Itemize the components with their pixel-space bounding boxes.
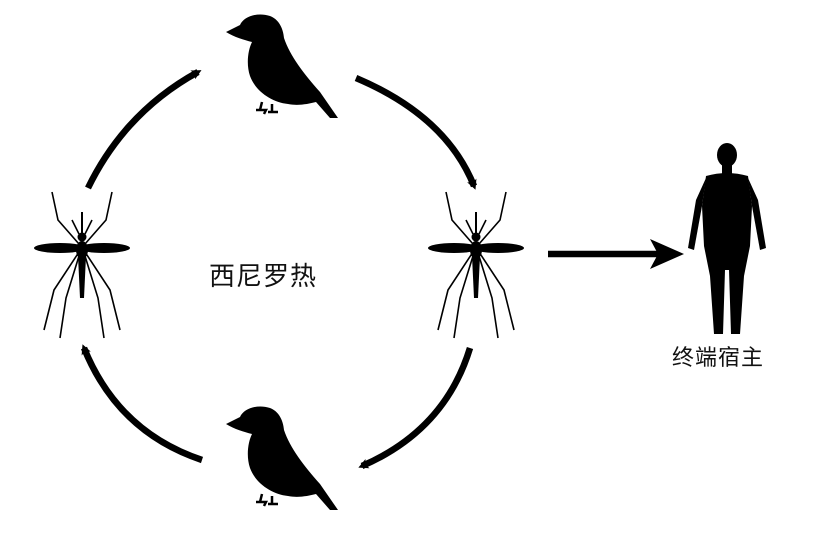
terminal-host-label: 终端宿主 — [672, 346, 765, 371]
arrow-bird-to-mosquito — [354, 75, 478, 190]
arrow-bird-to-mosquito-left — [80, 344, 204, 464]
bird-icon — [224, 13, 340, 120]
human-icon — [688, 143, 766, 334]
arrow-mosquito-to-bird-bottom — [358, 347, 474, 469]
disease-label: 西尼罗热 — [209, 262, 318, 292]
arrow-mosquito-to-bird — [85, 69, 202, 190]
bird-icon — [224, 405, 340, 512]
mosquito-icon — [427, 191, 525, 339]
mosquito-icon — [33, 191, 131, 339]
